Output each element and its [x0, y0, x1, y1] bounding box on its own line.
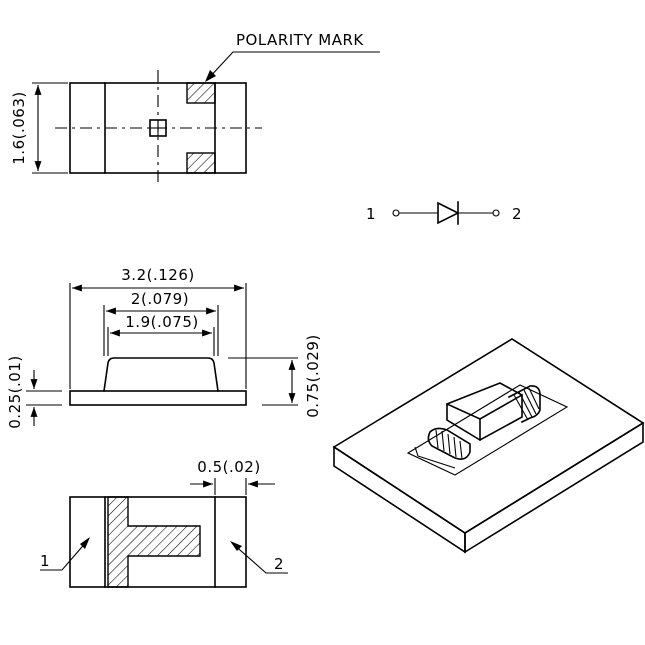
- board-front-right: [464, 421, 644, 554]
- height-dimension-label: 1.6(.063): [10, 91, 28, 164]
- pad-1-leader: [40, 539, 89, 571]
- polarity-mark-top: [186, 82, 216, 104]
- isometric-led-body: [446, 382, 523, 441]
- diode-anode-triangle: [437, 201, 460, 225]
- bottom-view-body: [69, 496, 247, 588]
- side-view-terminal-plate: [69, 390, 247, 406]
- pad-1-label: 1: [40, 552, 50, 570]
- isometric-view: [332, 338, 645, 554]
- isometric-pad-area: [406, 384, 569, 476]
- diode-schematic: 1 2: [366, 201, 522, 225]
- bottom-pad-hatched: [107, 496, 201, 588]
- isometric-terminal-left: [427, 427, 471, 460]
- schematic-pin-2: 2: [512, 205, 522, 223]
- board-front-left: [333, 445, 466, 554]
- polarity-mark-label: POLARITY MARK: [236, 31, 364, 49]
- polarity-leader: [206, 51, 380, 81]
- body-inner-length-label: 1.9(.075): [125, 313, 198, 331]
- total-height-label: 0.75(.029): [304, 334, 322, 418]
- pin-1-terminal: [392, 209, 400, 217]
- terminal-thickness-label: 0.25(.01): [6, 355, 24, 428]
- polarity-mark-bottom: [186, 152, 216, 174]
- top-view: POLARITY MARK 1.6(.063): [10, 31, 380, 186]
- side-view-body: [103, 357, 219, 392]
- overall-length-label: 3.2(.126): [121, 266, 194, 284]
- bottom-view: 0.5(.02) 1 2: [40, 458, 288, 588]
- side-view: 3.2(.126) 2(.079) 1.9(.075) 0.75(.029) 0…: [6, 266, 322, 429]
- pad-2-label: 2: [274, 555, 284, 573]
- schematic-pin-1: 1: [366, 205, 376, 223]
- terminal-width-label: 0.5(.02): [197, 458, 260, 476]
- pad-2-leader: [231, 542, 288, 574]
- body-length-label: 2(.079): [131, 290, 189, 308]
- isometric-terminal-right: [507, 385, 541, 424]
- pin-2-terminal: [492, 209, 500, 217]
